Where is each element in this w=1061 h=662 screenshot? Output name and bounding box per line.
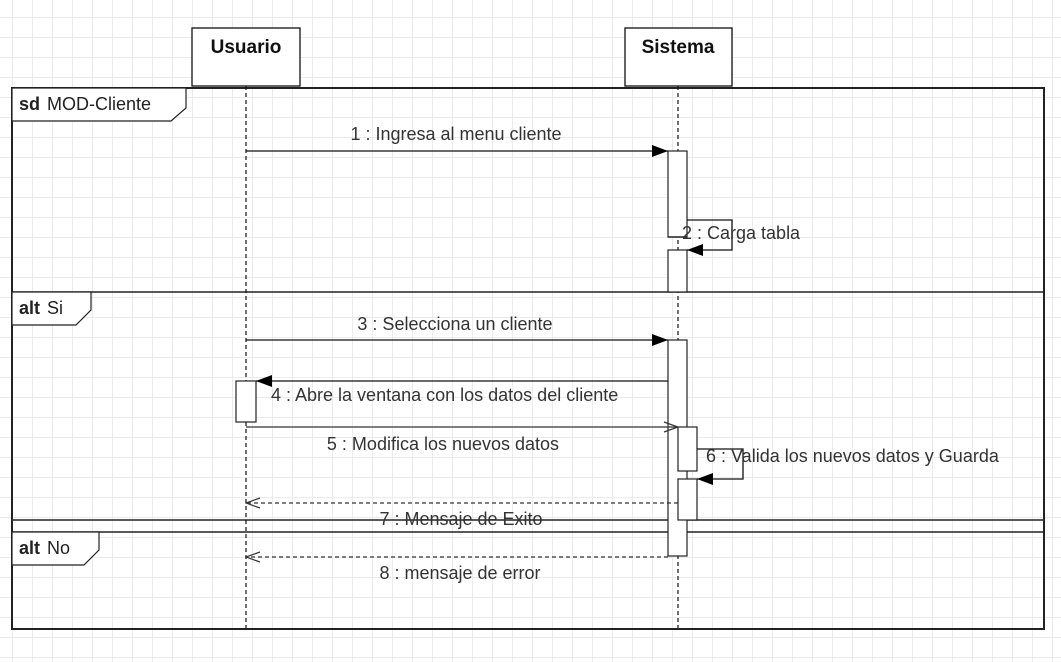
alt-si-guard: Si: [47, 298, 63, 318]
message-1-label: 1 : Ingresa al menu cliente: [350, 124, 561, 144]
sd-frame: [11, 87, 1045, 630]
alt-no-keyword: alt: [19, 538, 40, 558]
message-7-label: 7 : Mensaje de Exito: [379, 509, 542, 529]
message-2-label: 2 : Carga tabla: [682, 223, 801, 243]
message-6-label: 6 : Valida los nuevos datos y Guarda: [706, 446, 1000, 466]
message-5-label: 5 : Modifica los nuevos datos: [327, 434, 559, 454]
sd-frame-tag: sd MOD-Cliente: [11, 87, 187, 122]
message-8-label: 8 : mensaje de error: [379, 563, 540, 583]
lifeline-label-sistema: Sistema: [642, 37, 715, 58]
message-6-arrow: [697, 448, 744, 485]
sd-frame-name: MOD-Cliente: [47, 94, 151, 114]
alt-no-fragment: [11, 531, 1045, 630]
message-4-label: 4 : Abre la ventana con los datos del cl…: [271, 385, 618, 405]
alt-si-fragment: [11, 291, 1045, 521]
activation-bar: [235, 380, 257, 423]
alt-no-tag: alt No: [11, 531, 100, 566]
message-3-label: 3 : Selecciona un cliente: [357, 314, 552, 334]
sd-keyword: sd: [19, 94, 40, 114]
lifeline-label-usuario: Usuario: [211, 37, 282, 58]
alt-si-tag: alt Si: [11, 291, 92, 326]
lifeline-head-sistema: Sistema: [624, 27, 733, 87]
alt-si-keyword: alt: [19, 298, 40, 318]
activation-bar: [667, 249, 688, 293]
activation-bar: [677, 478, 698, 521]
alt-no-guard: No: [47, 538, 70, 558]
activation-bar: [677, 426, 698, 472]
message-2-arrow: [668, 219, 733, 250]
lifeline-head-usuario: Usuario: [191, 27, 301, 87]
